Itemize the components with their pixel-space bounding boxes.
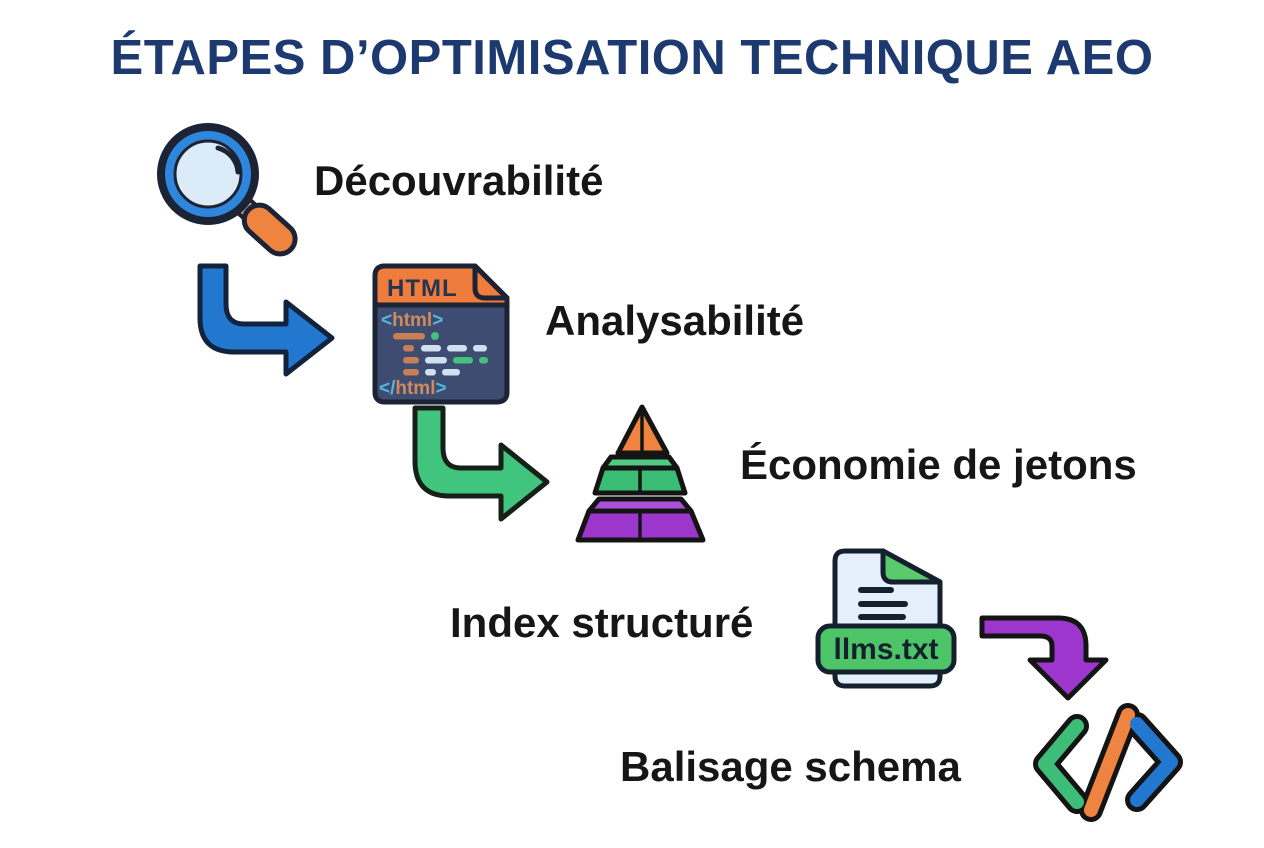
page-title: ÉTAPES D’OPTIMISATION TECHNIQUE AEO: [110, 31, 1154, 85]
code-tags-icon: [1033, 703, 1183, 822]
tag-bracket: </: [379, 378, 396, 399]
gt-glyph: [1130, 717, 1178, 807]
close-html-tag: </html>: [379, 378, 447, 399]
pyramid-tiers: [575, 404, 706, 543]
slash-glyph: [1084, 708, 1135, 817]
lt-glyph: [1038, 719, 1084, 809]
tag-bracket: >: [432, 310, 443, 331]
step-label-balisage-schema: Balisage schema: [620, 743, 961, 790]
tag-name: html: [392, 310, 432, 331]
llms-txt-file-icon: llms.txt: [815, 548, 957, 689]
arrow-shape: [197, 263, 335, 377]
document-fold-corner: [880, 548, 943, 585]
step-label-economie-de-jetons: Économie de jetons: [740, 441, 1137, 488]
code-glyphs: [1033, 703, 1183, 822]
tag-name: html: [395, 378, 435, 399]
filename-badge: [815, 623, 957, 675]
magnifier-lens: [173, 139, 243, 209]
filename-label: llms.txt: [833, 633, 938, 666]
tag-bracket: <: [381, 310, 392, 331]
arrow-right-down-purple-icon: [979, 615, 1109, 701]
code-lines: [393, 332, 488, 376]
arrow-shape: [979, 615, 1109, 701]
file-fold-corner: [472, 263, 510, 301]
pyramid-icon: [575, 404, 706, 543]
arrow-down-right-blue-icon: [197, 263, 335, 377]
tag-bracket: >: [435, 378, 446, 399]
step-label-index-structure: Index structuré: [450, 599, 754, 646]
arrow-down-right-green-icon: [412, 405, 550, 522]
lens-reflection: [215, 145, 241, 175]
open-html-tag: <html>: [381, 310, 443, 331]
magnifier-icon: [157, 123, 298, 257]
html-file-icon: HTML <html> </html>: [372, 263, 510, 405]
document-text-lines: [858, 587, 908, 620]
step-label-decouvrabilite: Découvrabilité: [314, 157, 604, 204]
file-header-label: HTML: [387, 275, 458, 302]
arrow-shape: [412, 405, 550, 522]
step-label-analysabilite: Analysabilité: [545, 297, 805, 344]
